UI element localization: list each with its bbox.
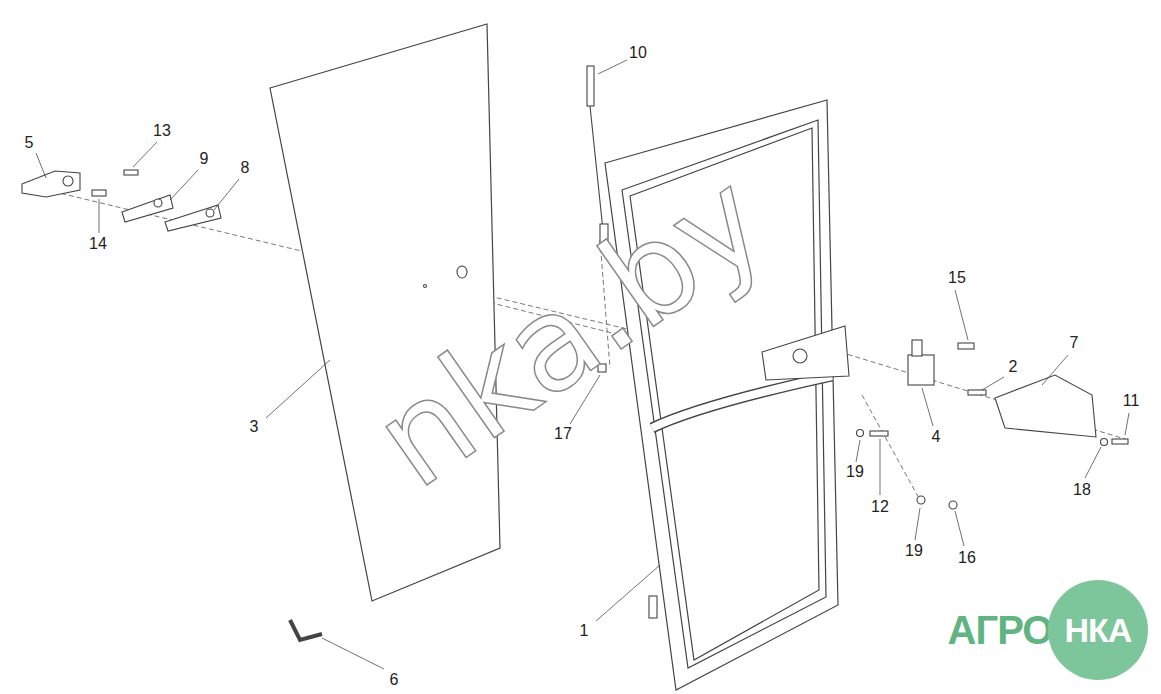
cover — [995, 375, 1096, 437]
bracket-hole — [793, 349, 807, 363]
callout-number: 3 — [249, 418, 260, 436]
callout-number: 12 — [870, 498, 890, 516]
lock-lever — [912, 340, 922, 356]
plate-hole — [154, 199, 162, 207]
handle-part — [22, 171, 80, 197]
logo-text: АГРО — [948, 610, 1053, 650]
plate — [122, 195, 173, 222]
plate — [165, 205, 221, 231]
callout-number: 7 — [1069, 334, 1080, 352]
plate-hole — [206, 209, 214, 217]
logo-text: НКА — [1065, 611, 1132, 650]
callout-number: 16 — [957, 549, 977, 567]
callout-number: 19 — [904, 542, 924, 560]
handle-bar — [652, 376, 832, 428]
glass-panel — [270, 24, 500, 601]
washer — [917, 496, 925, 504]
screw — [968, 390, 986, 395]
callout-number: 1 — [579, 622, 590, 640]
hinge — [649, 596, 657, 618]
screw — [1112, 439, 1128, 444]
callout-number: 5 — [24, 134, 35, 152]
rod — [590, 106, 604, 240]
pin — [424, 285, 427, 288]
logo-circle: НКА — [1048, 580, 1148, 680]
screw — [870, 431, 888, 436]
callout-number: 10 — [628, 44, 648, 62]
lock — [908, 355, 934, 385]
screw — [958, 343, 974, 349]
callout-number: 2 — [1008, 358, 1019, 376]
callout-number: 15 — [947, 269, 967, 287]
callout-number: 13 — [152, 122, 172, 140]
screw — [124, 170, 138, 175]
callout-number: 18 — [1072, 481, 1092, 499]
callout-number: 11 — [1122, 392, 1141, 410]
washer — [857, 430, 864, 437]
callout-number: 4 — [931, 428, 942, 446]
nut — [949, 501, 957, 509]
callout-number: 19 — [845, 463, 865, 481]
ring — [457, 266, 467, 278]
callout-number: 6 — [389, 671, 400, 689]
leader-lines — [36, 60, 1129, 669]
callout-number: 9 — [199, 150, 210, 168]
bracket — [762, 326, 849, 380]
rod-top — [587, 66, 594, 106]
watermark: nka.by — [354, 152, 786, 508]
screw — [92, 190, 106, 196]
callout-number: 14 — [88, 235, 108, 253]
washer — [1101, 439, 1108, 446]
key — [290, 620, 322, 640]
callout-number: 8 — [240, 159, 251, 177]
callout-number: 17 — [553, 425, 573, 443]
handle-hole — [63, 176, 73, 186]
handle-bar-fill — [652, 376, 832, 428]
